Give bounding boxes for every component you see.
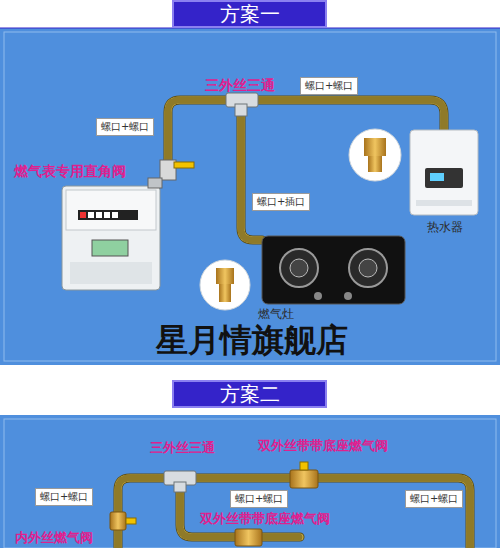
title-text: 方案二 [220,383,280,405]
fitting-tag: 螺口+螺口 [96,118,154,136]
fitting-text: 螺口+螺口 [235,493,283,505]
part-name: 燃气表专用直角阀 [14,163,126,179]
fitting-tag: 螺口+螺口 [300,77,358,95]
fitting-tag: 螺口+螺口 [230,490,288,508]
device-caption: 燃气灶 [258,307,294,321]
part-name: 三外丝三通 [150,440,215,455]
fitting-tag: 螺口+螺口 [405,490,463,508]
fitting-tag: 螺口+插口 [252,193,310,211]
fitting-text: 螺口+螺口 [305,80,353,92]
fitting-text: 螺口+插口 [257,196,305,208]
title-banner: 方案一 [172,0,327,28]
title-text: 方案一 [220,3,280,25]
gas-stove: 燃气灶 [258,232,410,321]
part-name: 双外丝带带底座燃气阀 [200,511,330,526]
fitting-tag: 螺口+螺口 [35,488,93,506]
water-heater: 热水器 [405,130,485,234]
device-caption: 热水器 [427,220,463,234]
part-name: 双外丝带带底座燃气阀 [258,438,388,453]
part-name: 三外丝三通 [205,77,275,93]
fitting-text: 螺口+螺口 [410,493,458,505]
part-name: 内外丝燃气阀 [15,530,93,545]
title-banner: 方案二 [172,380,327,408]
fitting-text: 螺口+螺口 [40,491,88,503]
watermark: 星月情旗舰店 [2,321,500,359]
fitting-text: 螺口+螺口 [101,121,149,133]
